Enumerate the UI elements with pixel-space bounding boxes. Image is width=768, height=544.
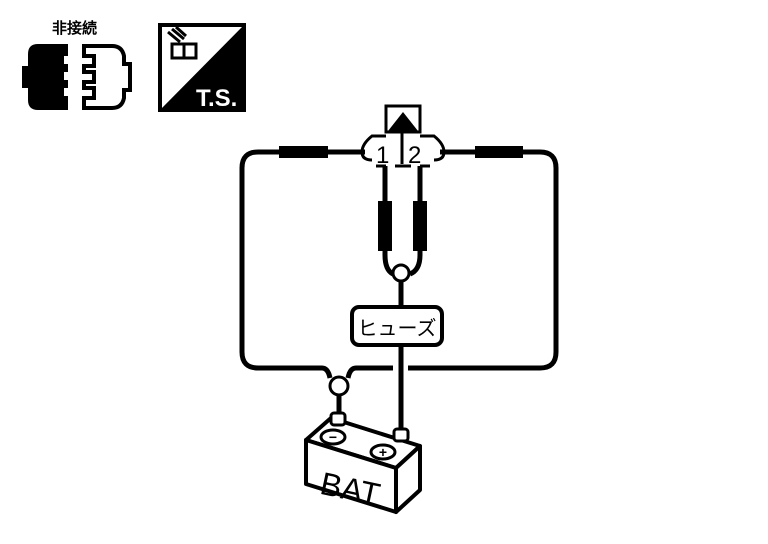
probe-block-2	[413, 201, 427, 251]
negative-terminal-symbol: −	[329, 429, 337, 445]
tester-label: T.S.	[196, 85, 237, 112]
junction-circle	[391, 263, 411, 283]
negative-junction-circle	[328, 375, 350, 397]
left-probe-block	[279, 146, 328, 158]
fuse-box: ヒューズ	[350, 305, 444, 347]
connector: 1 2	[360, 104, 446, 169]
tester-ts-icon: T.S.	[158, 23, 246, 112]
loop-wire	[239, 149, 559, 379]
right-probe-block	[475, 146, 523, 158]
battery	[304, 411, 422, 514]
fuse-label: ヒューズ	[358, 317, 437, 340]
positive-terminal-symbol: +	[379, 444, 387, 460]
probe-block-1	[378, 201, 392, 251]
pin-2-label: 2	[408, 142, 421, 169]
probe-wires	[382, 166, 423, 432]
pin-1-label: 1	[376, 142, 389, 169]
disconnected-label: 非接続	[52, 19, 97, 37]
disconnected-connector-icon: 非接続	[22, 19, 132, 110]
